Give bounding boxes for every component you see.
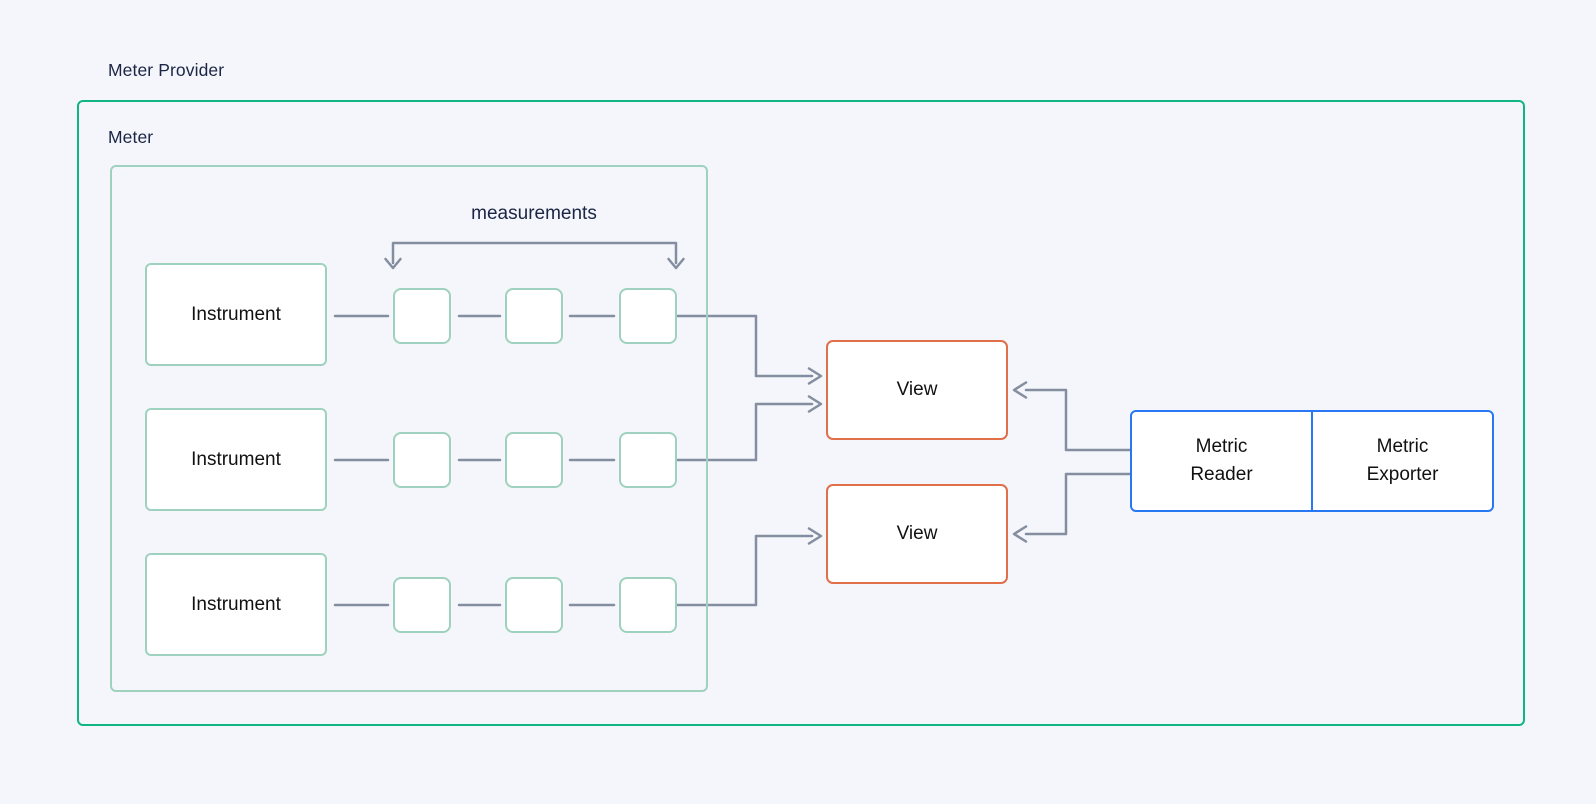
reader-exporter-group: Metric Reader Metric Exporter <box>1130 410 1494 512</box>
measurements-label: measurements <box>471 203 597 224</box>
meter-provider-container <box>77 100 1525 726</box>
instrument-box-1: Instrument <box>145 263 327 366</box>
view-box-2: View <box>826 484 1008 584</box>
measurement-cell <box>505 432 563 488</box>
measurement-cell <box>393 432 451 488</box>
metric-reader-box: Metric Reader <box>1132 412 1311 510</box>
instrument-box-1-label: Instrument <box>191 303 281 325</box>
metric-reader-label-line1: Metric <box>1195 436 1248 458</box>
instrument-box-3-label: Instrument <box>191 593 281 615</box>
measurement-cell <box>393 288 451 344</box>
instrument-box-3: Instrument <box>145 553 327 656</box>
view-box-2-label: View <box>896 523 938 545</box>
meter-provider-label: Meter Provider <box>108 60 225 80</box>
metric-exporter-label-line1: Metric <box>1376 436 1429 458</box>
measurement-cell <box>505 577 563 633</box>
measurement-cell <box>393 577 451 633</box>
measurement-cell <box>619 432 677 488</box>
view-box-1: View <box>826 340 1008 440</box>
instrument-box-2-label: Instrument <box>191 448 281 470</box>
meter-label: Meter <box>108 127 154 147</box>
metric-reader-label-line2: Reader <box>1190 464 1253 485</box>
measurement-cell <box>619 577 677 633</box>
view-box-1-label: View <box>896 379 938 401</box>
meter-container <box>110 165 708 692</box>
measurement-cell <box>619 288 677 344</box>
metric-exporter-box: Metric Exporter <box>1311 412 1492 510</box>
instrument-box-2: Instrument <box>145 408 327 511</box>
metric-exporter-label-line2: Exporter <box>1366 464 1439 485</box>
measurement-cell <box>505 288 563 344</box>
